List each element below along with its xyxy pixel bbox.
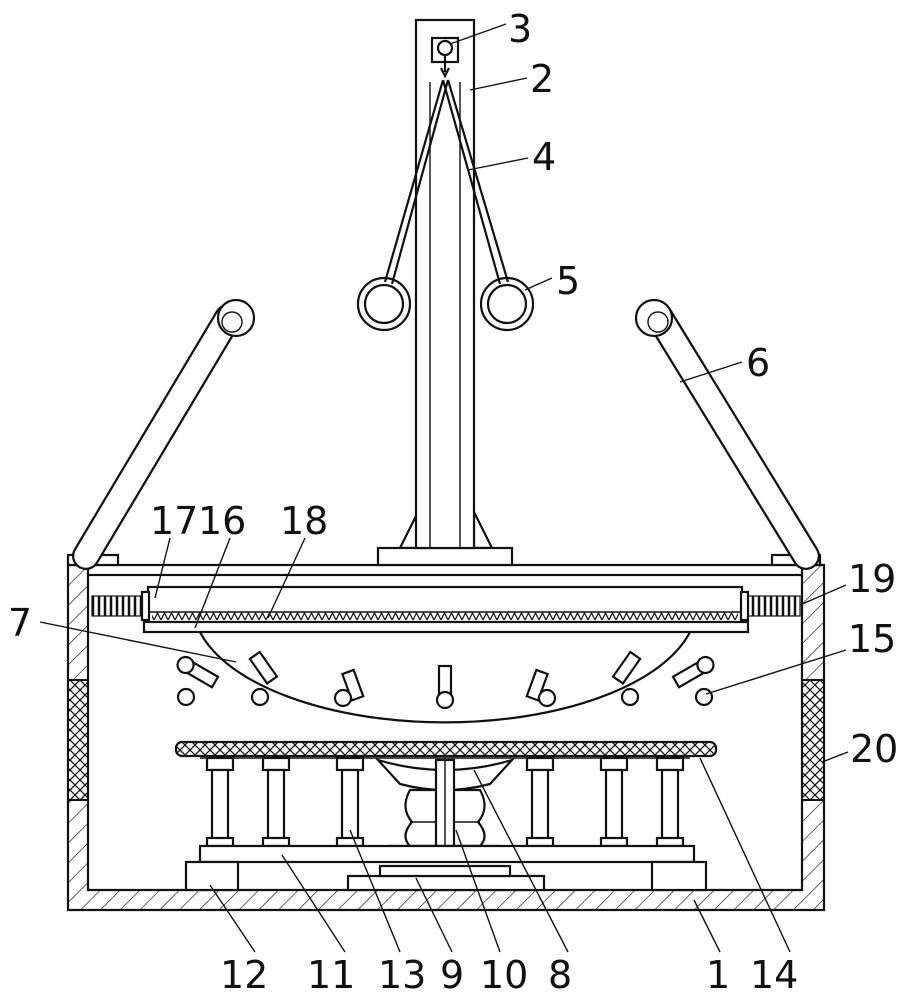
label-16: 16: [198, 499, 246, 543]
nozzles: [176, 650, 715, 710]
slide-beam: [142, 585, 750, 634]
label-17: 17: [150, 499, 198, 543]
label-4: 4: [532, 135, 556, 179]
label-10: 10: [480, 953, 528, 997]
reference-numerals: 3 2 4 5 6 17 16 18 7 19 15 20 12 11 13 9…: [8, 7, 898, 997]
ring-left: [356, 276, 412, 332]
ring-right: [479, 276, 535, 332]
label-18: 18: [280, 499, 328, 543]
label-13: 13: [378, 953, 426, 997]
bottom-frame: [184, 844, 708, 892]
label-7: 7: [8, 601, 32, 645]
handle-right: [634, 298, 820, 570]
support-posts: [205, 756, 685, 848]
label-3: 3: [508, 7, 532, 51]
label-12: 12: [220, 953, 268, 997]
label-20: 20: [850, 727, 898, 771]
rope-right: [441, 79, 510, 285]
label-11: 11: [307, 953, 355, 997]
label-19: 19: [848, 557, 896, 601]
label-14: 14: [750, 953, 798, 997]
grinding-plate: [174, 740, 718, 759]
label-9: 9: [440, 953, 464, 997]
column: [376, 18, 514, 567]
bowl: [199, 631, 691, 724]
label-6: 6: [746, 341, 770, 385]
label-5: 5: [556, 259, 580, 303]
leader-lines: [39, 23, 849, 953]
side-pad-right: [801, 679, 825, 801]
label-8: 8: [548, 953, 572, 997]
label-1: 1: [706, 953, 730, 997]
side-pad-left: [67, 679, 89, 801]
rope-left: [383, 79, 450, 285]
handle-left: [72, 298, 256, 570]
label-2: 2: [530, 57, 554, 101]
spring-left: [91, 590, 151, 622]
spring-right: [739, 590, 801, 622]
label-15: 15: [848, 617, 896, 661]
